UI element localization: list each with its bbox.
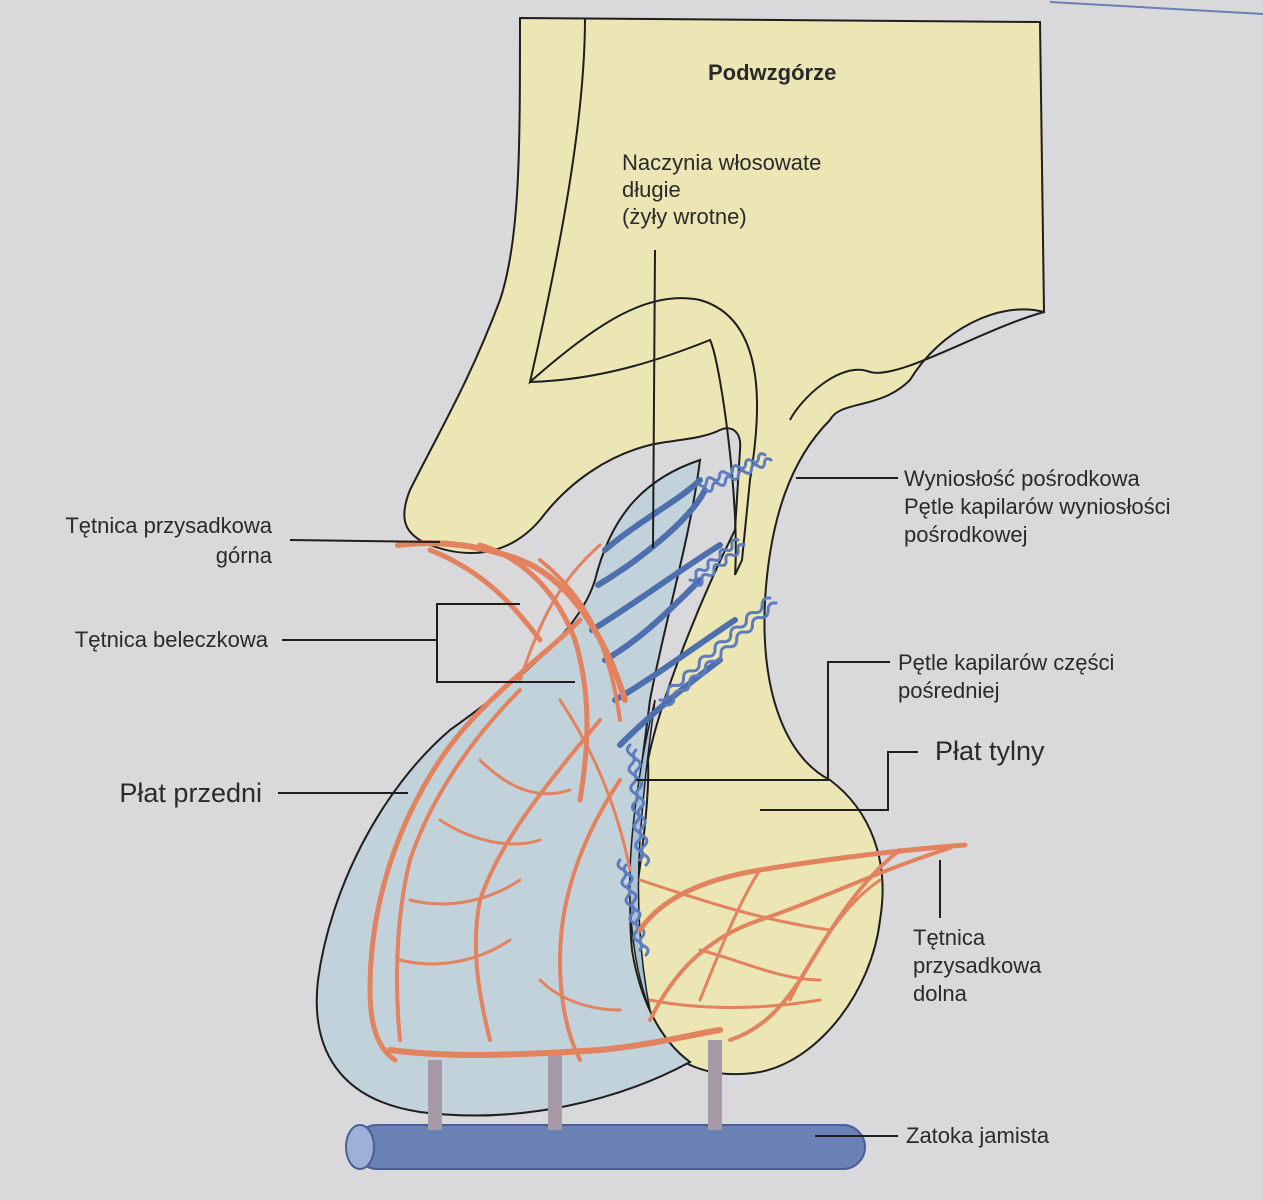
artery-branch <box>518 543 602 682</box>
capillary-loop <box>688 538 740 582</box>
artery-branch <box>788 878 882 1002</box>
artery-branch <box>558 698 632 872</box>
label-petle-posredniej-1: Pętle kapilarów części <box>898 650 1114 675</box>
posterior-stalk-line <box>789 311 1045 421</box>
portal-vessel <box>602 477 703 553</box>
artery-branch <box>408 878 522 906</box>
leader-beleczkowa-bottom <box>436 640 575 683</box>
artery-branch <box>427 547 543 643</box>
label-tetnica-gorna-2: górna <box>216 543 273 568</box>
label-zatoka: Zatoka jamista <box>906 1123 1050 1148</box>
label-tetnica-gorna-1: Tętnica przysadkowa <box>65 513 272 538</box>
artery-branch <box>438 818 542 846</box>
portal-vessel <box>595 487 708 588</box>
portal-vessel <box>612 617 738 703</box>
leader-tetnica-gorna <box>289 539 441 543</box>
infundibulum-groove <box>528 17 759 576</box>
capillary-loop <box>664 601 778 707</box>
capillary-loop <box>616 858 644 952</box>
artery-network <box>367 540 968 1063</box>
label-naczynia-1: Naczynia włosowate <box>622 150 821 175</box>
artery-branch <box>637 842 968 933</box>
label-tetnica-dolna-1: Tętnica <box>913 925 986 950</box>
portal-vessels <box>589 452 778 957</box>
capillary-loop <box>694 543 746 587</box>
artery-branch <box>538 978 622 1012</box>
hypophyseal-veins <box>428 1040 722 1130</box>
leader-naczynia <box>652 249 656 549</box>
portal-vessel <box>589 542 723 633</box>
artery-branch <box>395 688 522 1042</box>
artery-branch <box>478 758 572 796</box>
leader-beleczkowa-top <box>282 603 520 641</box>
label-wyniosloc-3: pośrodkowej <box>904 522 1028 547</box>
capillary-loop <box>698 452 767 488</box>
artery-branch <box>367 617 583 1063</box>
label-tetnica-dolna-2: przysadkowa <box>913 953 1042 978</box>
capillary-loop <box>622 863 650 957</box>
label-petle-posredniej-2: pośredniej <box>898 678 1000 703</box>
label-plat-tylny: Płat tylny <box>935 736 1045 766</box>
artery-branch <box>558 778 622 1062</box>
label-podwzgorze: Podwzgórze <box>708 60 836 85</box>
cavernous-sinus <box>354 1124 866 1170</box>
capillary-loop <box>631 748 651 867</box>
artery-branch <box>538 558 622 722</box>
label-tetnica-dolna-3: dolna <box>913 981 968 1006</box>
artery-branch <box>398 938 512 966</box>
artery-branch <box>473 718 602 1042</box>
artery-branch <box>698 948 822 982</box>
capillary-loop <box>625 743 645 862</box>
label-naczynia-3: (żyły wrotne) <box>622 204 747 229</box>
label-naczynia-2: długie <box>622 177 681 202</box>
label-tetnica-beleczkowa: Tętnica beleczkowa <box>75 627 269 652</box>
portal-vessel <box>602 577 703 663</box>
label-plat-przedni: Płat przedni <box>119 778 262 808</box>
label-wyniosloc-2: Pętle kapilarów wyniosłości <box>904 494 1171 519</box>
artery-branch <box>698 868 762 1002</box>
page-edge-line <box>1049 1 1263 15</box>
capillary-loop <box>704 457 773 493</box>
cavernous-sinus-end <box>345 1124 375 1170</box>
leader-plat-tylny <box>760 751 918 811</box>
capillary-loop <box>658 596 772 702</box>
artery-branch <box>648 998 822 1009</box>
leader-petle-posredniej <box>636 661 890 781</box>
artery-branch <box>638 878 832 932</box>
artery-branch <box>648 846 952 1022</box>
portal-vessel <box>617 657 723 748</box>
artery-branch <box>387 1027 723 1058</box>
label-wyniosloc-1: Wyniosłość pośrodkowa <box>904 466 1141 491</box>
